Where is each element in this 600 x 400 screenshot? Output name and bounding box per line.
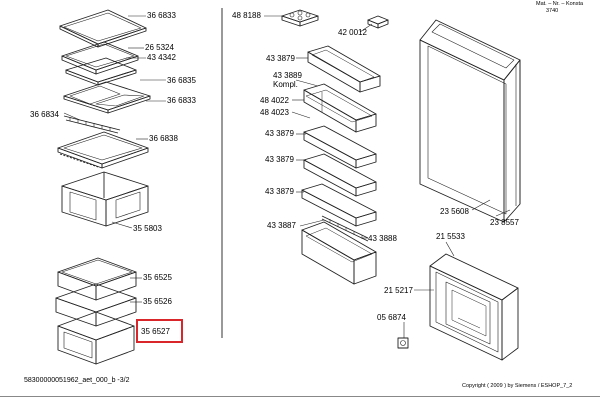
- part-label-433888: 43 3888: [368, 234, 397, 243]
- part-label-433889: 43 3889: [273, 71, 302, 80]
- part-label-356527: 35 6527: [141, 327, 170, 336]
- bottom-rule: [0, 396, 600, 397]
- part-label-366835: 36 6835: [167, 76, 196, 85]
- part-label-265324: 26 5324: [145, 43, 174, 52]
- drawer-upper-icon: [57, 257, 137, 301]
- part-label-056874: 05 6874: [377, 313, 406, 322]
- part-label-433879-c: 43 3879: [265, 155, 294, 164]
- part-label-488188: 48 8188: [232, 11, 261, 20]
- part-label-433879-a: 43 3879: [266, 54, 295, 63]
- leader-lines-left: [63, 15, 166, 303]
- split-shelf-icon: [63, 81, 151, 114]
- part-label-366833-mid: 36 6833: [167, 96, 196, 105]
- part-label-434342: 43 4342: [147, 53, 176, 62]
- drawer-lower-icon: [57, 311, 135, 365]
- part-label-356526: 35 6526: [143, 297, 172, 306]
- small-box-icon: [367, 15, 389, 29]
- part-label-420012: 42 0012: [338, 28, 367, 37]
- shelf-rail-icon: [63, 115, 121, 134]
- part-label-366838: 36 6838: [149, 134, 178, 143]
- egg-tray-icon: [281, 9, 319, 27]
- part-label-484023: 48 4023: [260, 108, 289, 117]
- part-label-215217: 21 5217: [384, 286, 413, 295]
- part-label-433887: 43 3887: [267, 221, 296, 230]
- fridge-door-gasket-icon: [419, 19, 521, 223]
- part-label-433889-kompl: Kompl.: [273, 80, 298, 89]
- glass-shelf-top-icon: [59, 9, 147, 48]
- drawer-middle-icon: [55, 283, 137, 327]
- door-shelf-1-icon: [307, 45, 381, 93]
- bottle-rail-icon: [321, 215, 369, 242]
- crisper-drawers-icon: [61, 171, 149, 227]
- part-label-366834: 36 6834: [30, 110, 59, 119]
- part-label-235608: 23 5608: [440, 207, 469, 216]
- leader-lines-right: [264, 15, 511, 338]
- material-number-label: Mat. – Nr. – Konsta: [536, 1, 584, 7]
- small-part-icon: [397, 337, 409, 349]
- door-shelf-bottle-icon: [301, 221, 377, 285]
- part-label-366833-top: 36 6833: [147, 11, 176, 20]
- part-label-215533: 21 5533: [436, 232, 465, 241]
- document-id: 58300000051962_aet_000_b -3/2: [24, 377, 130, 384]
- part-label-433879-b: 43 3879: [265, 129, 294, 138]
- part-label-356525: 35 6525: [143, 273, 172, 282]
- copyright-notice: Copyright ( 2009 ) by Siemens / ESHOP_7_…: [462, 383, 573, 389]
- door-shelf-2-icon: [303, 83, 377, 133]
- door-shelf-4-icon: [303, 153, 377, 197]
- freezer-door-gasket-icon: [429, 253, 519, 361]
- material-number-value: 3740: [546, 8, 559, 14]
- door-shelf-5-icon: [301, 183, 377, 227]
- part-label-484022: 48 4022: [260, 96, 289, 105]
- highlight-box: [136, 319, 183, 343]
- part-label-355803: 35 5803: [133, 224, 162, 233]
- shelf-frame-icon: [61, 41, 139, 75]
- part-label-433879-d: 43 3879: [265, 187, 294, 196]
- glass-shelf-lower-icon: [57, 131, 149, 169]
- part-label-238557: 23 8557: [490, 218, 519, 227]
- door-shelf-3-icon: [303, 125, 377, 169]
